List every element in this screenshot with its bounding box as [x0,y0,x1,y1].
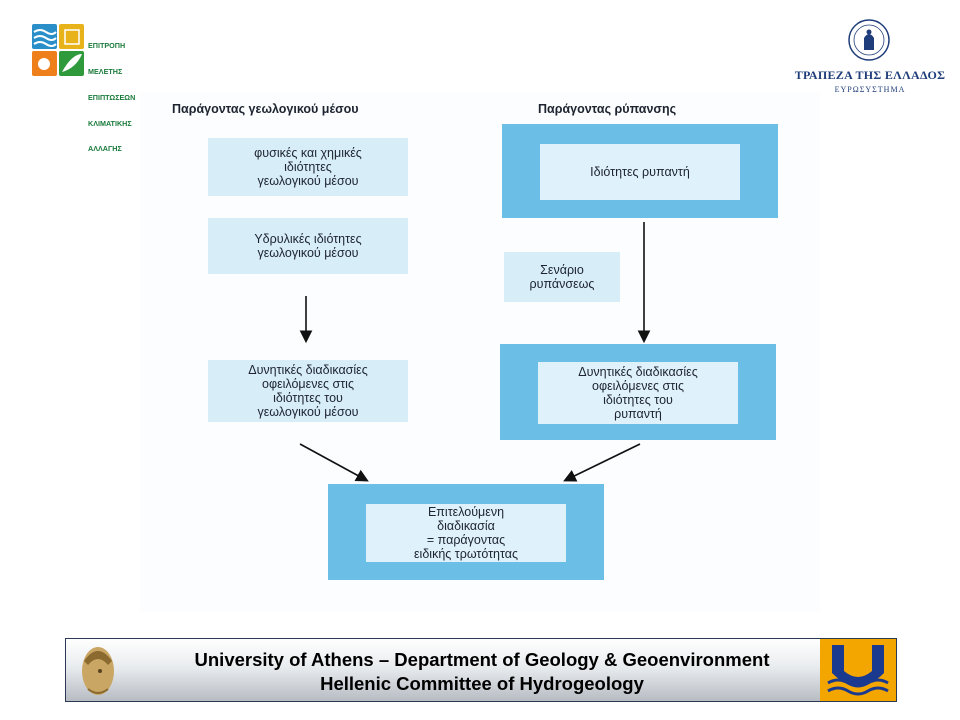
box-hydraulic-properties: Υδρυλικές ιδιότητες γεωλογικού μέσου [208,218,408,274]
flow-arrows [299,222,651,482]
hydrogeology-committee-logo [820,639,896,701]
box-pollution-scenario: Σενάριο ρυπάνσεως [504,252,620,302]
committee-emblem-icon [32,24,84,76]
box-physical-chemical-properties: φυσικές και χημικές ιδιότητες γεωλογικού… [208,138,408,196]
box-potential-processes-pollutant: Δυνητικές διαδικασίες οφειλόμενες στις ι… [538,362,738,424]
banner-committee-line: Hellenic Committee of Hydrogeology [320,673,644,694]
arrow-geo-to-result [299,443,369,482]
box-specific-vulnerability-process: Επιτελούμενη διαδικασία = παράγοντας ειδ… [366,504,566,562]
athena-head-icon [82,647,114,695]
climate-committee-logo: ΕΠΙΤΡΟΠΗ ΜΕΛΕΤΗΣ ΕΠΙΠΤΩΣΕΩΝ ΚΛΙΜΑΤΙΚΗΣ Α… [32,24,144,153]
bank-of-greece-logo: ΤΡΑΠΕΖΑ ΤΗΣ ΕΛΛΑΔΟΣ ΕΥΡΩΣΥΣΤΗΜΑ [790,18,950,98]
footer-banner: University of Athens – Department of Geo… [65,638,897,702]
arrow-pol-to-result [563,443,641,482]
committee-name: ΕΠΙΤΡΟΠΗ ΜΕΛΕΤΗΣ ΕΠΙΠΤΩΣΕΩΝ ΚΛΙΜΑΤΙΚΗΣ Α… [88,41,136,154]
bank-subtitle: ΕΥΡΩΣΥΣΤΗΜΑ [834,85,906,94]
box-potential-processes-geological: Δυνητικές διαδικασίες οφειλόμενες στις ι… [208,360,408,422]
header-pollution-factor: Παράγοντας ρύπανσης [538,102,677,116]
box-pollutant-properties: Ιδιότητες ρυπαντή [540,144,740,200]
bank-seal-icon [848,19,890,61]
bank-name: ΤΡΑΠΕΖΑ ΤΗΣ ΕΛΛΑΔΟΣ [794,68,946,82]
header-geological-factor: Παράγοντας γεωλογικού μέσου [172,102,359,116]
u-wave-icon [827,645,889,696]
vulnerability-flowchart: Παράγοντας γεωλογικού μέσου Παράγοντας ρ… [140,92,820,612]
banner-university-line: University of Athens – Department of Geo… [194,649,770,670]
